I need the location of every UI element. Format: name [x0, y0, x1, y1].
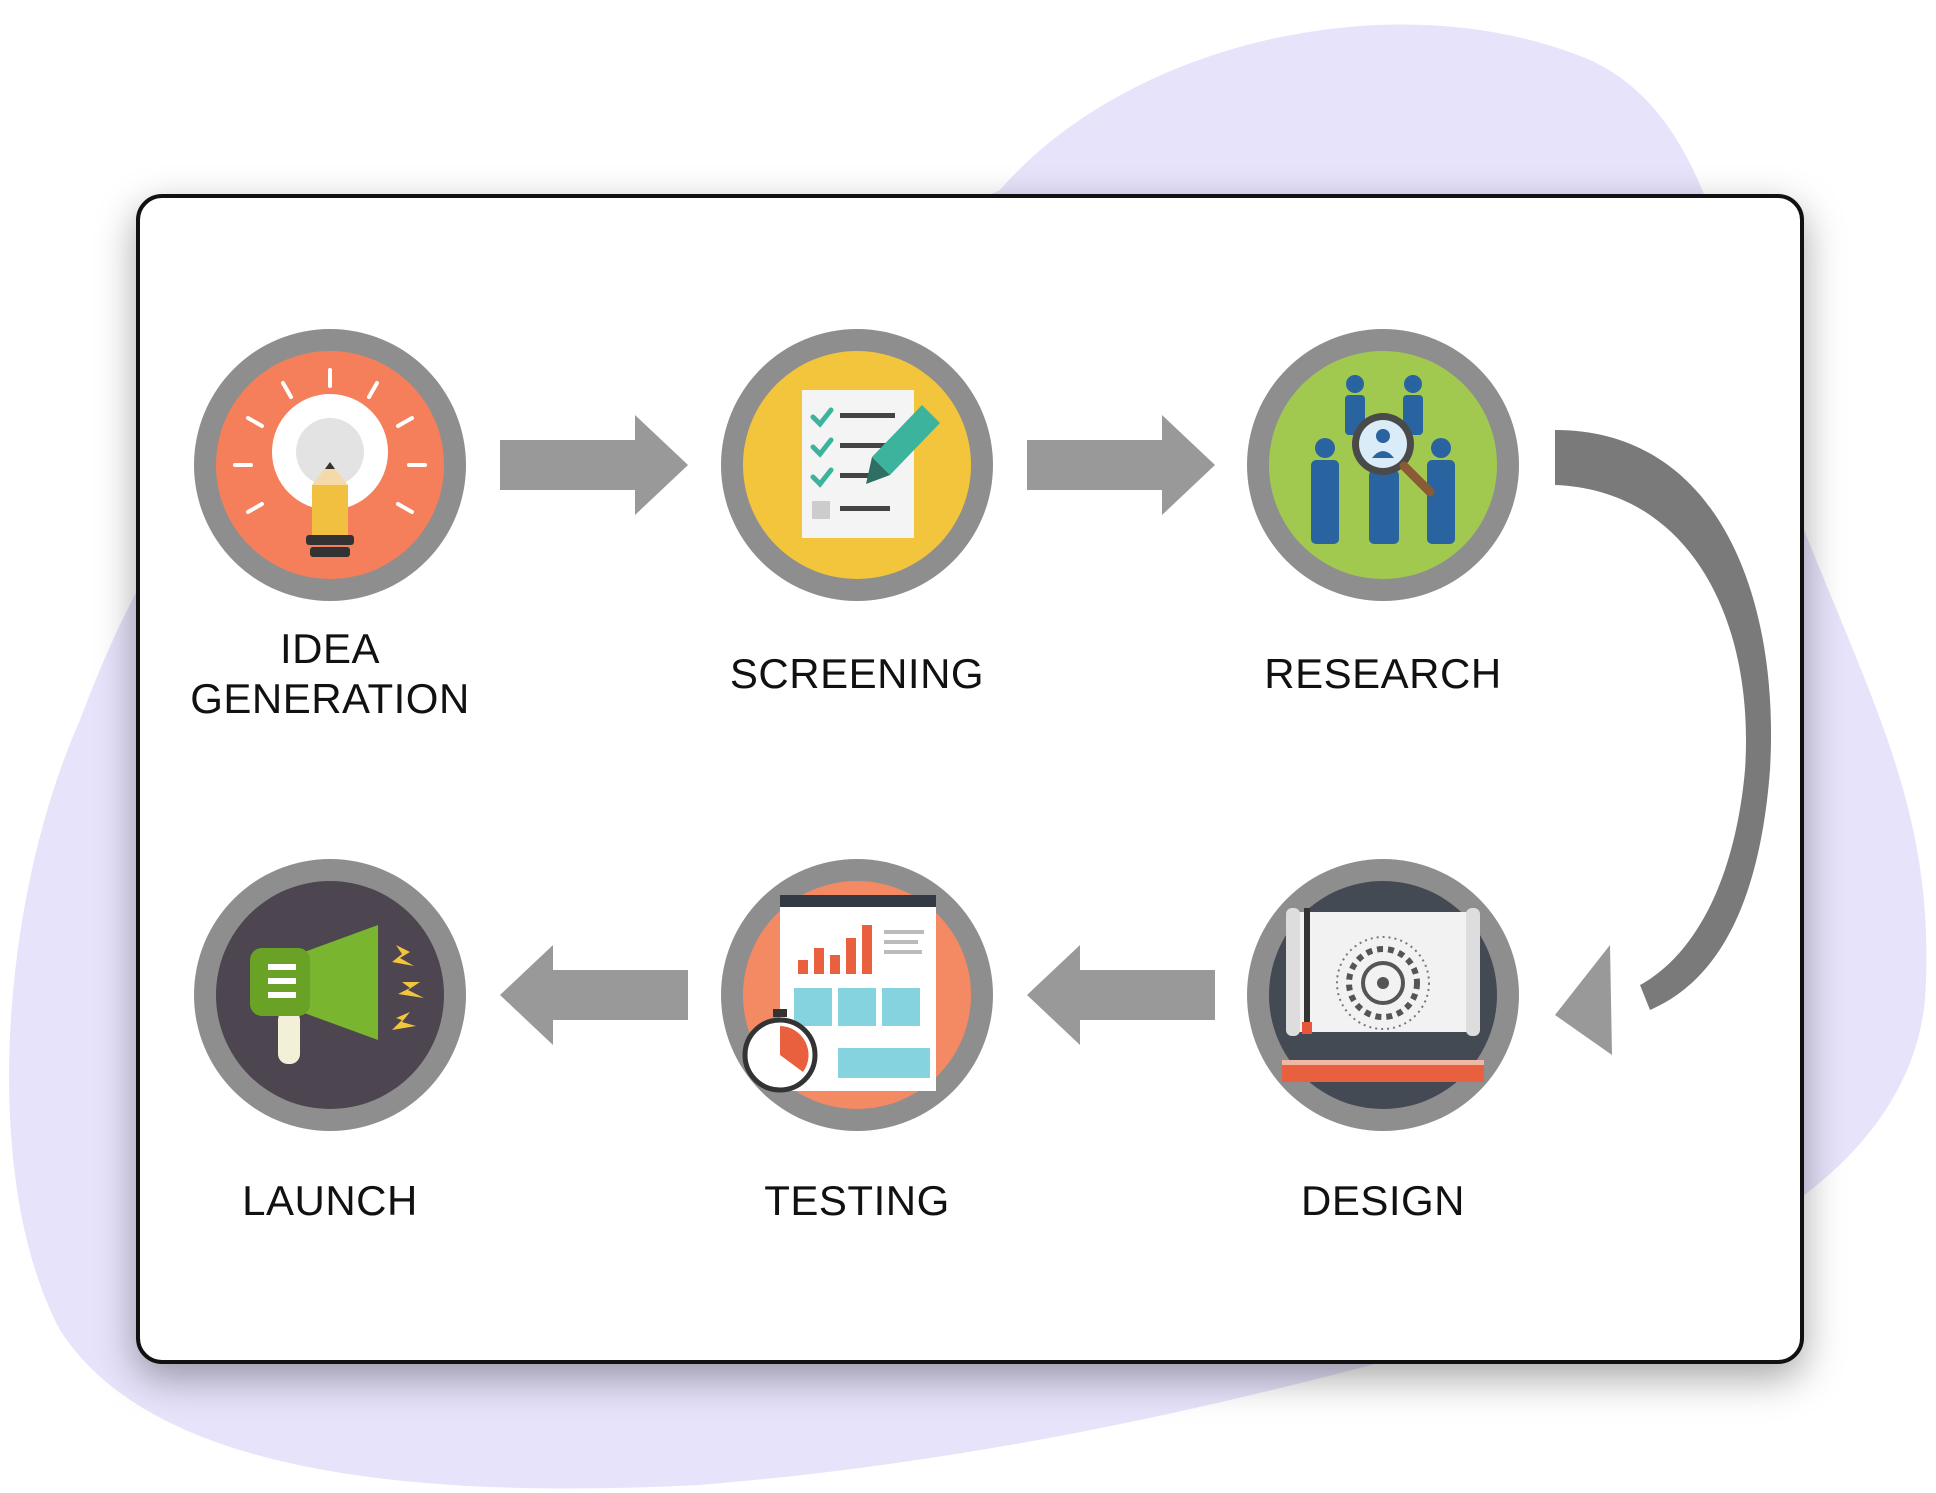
step-design [1247, 859, 1519, 1131]
arrow-screening-to-research [1027, 415, 1215, 515]
step-label-line: SCREENING [729, 650, 985, 697]
step-label-design: DESIGN [1193, 1176, 1573, 1226]
step-label-line: LAUNCH [242, 1177, 418, 1224]
step-label-launch: LAUNCH [140, 1176, 520, 1226]
team-magnifier-icon [1311, 375, 1455, 544]
step-label-testing: TESTING [667, 1176, 1047, 1226]
step-label-line: DESIGN [1300, 1177, 1466, 1224]
step-label-screening: SCREENING [667, 649, 1047, 699]
lightbulb-icon [233, 368, 427, 557]
step-label-line: GENERATION [190, 675, 470, 722]
step-label-idea-generation: IDEA GENERATION [140, 624, 520, 724]
step-research [1247, 329, 1519, 601]
step-label-line: TESTING [764, 1177, 950, 1224]
report-stopwatch-icon [742, 895, 936, 1093]
step-label-line: IDEA [279, 625, 381, 672]
step-launch [194, 859, 466, 1131]
arrow-idea-to-screening [500, 415, 688, 515]
step-testing [721, 859, 993, 1131]
curved-arrow-body [1555, 430, 1772, 1010]
step-screening [721, 329, 993, 601]
curved-arrow-head [1555, 945, 1612, 1055]
arrow-testing-to-launch [500, 945, 688, 1045]
checklist-icon [802, 390, 940, 538]
blueprint-gear-icon [1282, 908, 1484, 1082]
step-idea-generation [194, 329, 466, 601]
step-label-research: RESEARCH [1193, 649, 1573, 699]
megaphone-icon [250, 925, 424, 1064]
step-label-line: RESEARCH [1264, 650, 1502, 697]
curved-arrow-research-to-design [1555, 430, 1772, 1055]
arrow-design-to-testing [1027, 945, 1215, 1045]
